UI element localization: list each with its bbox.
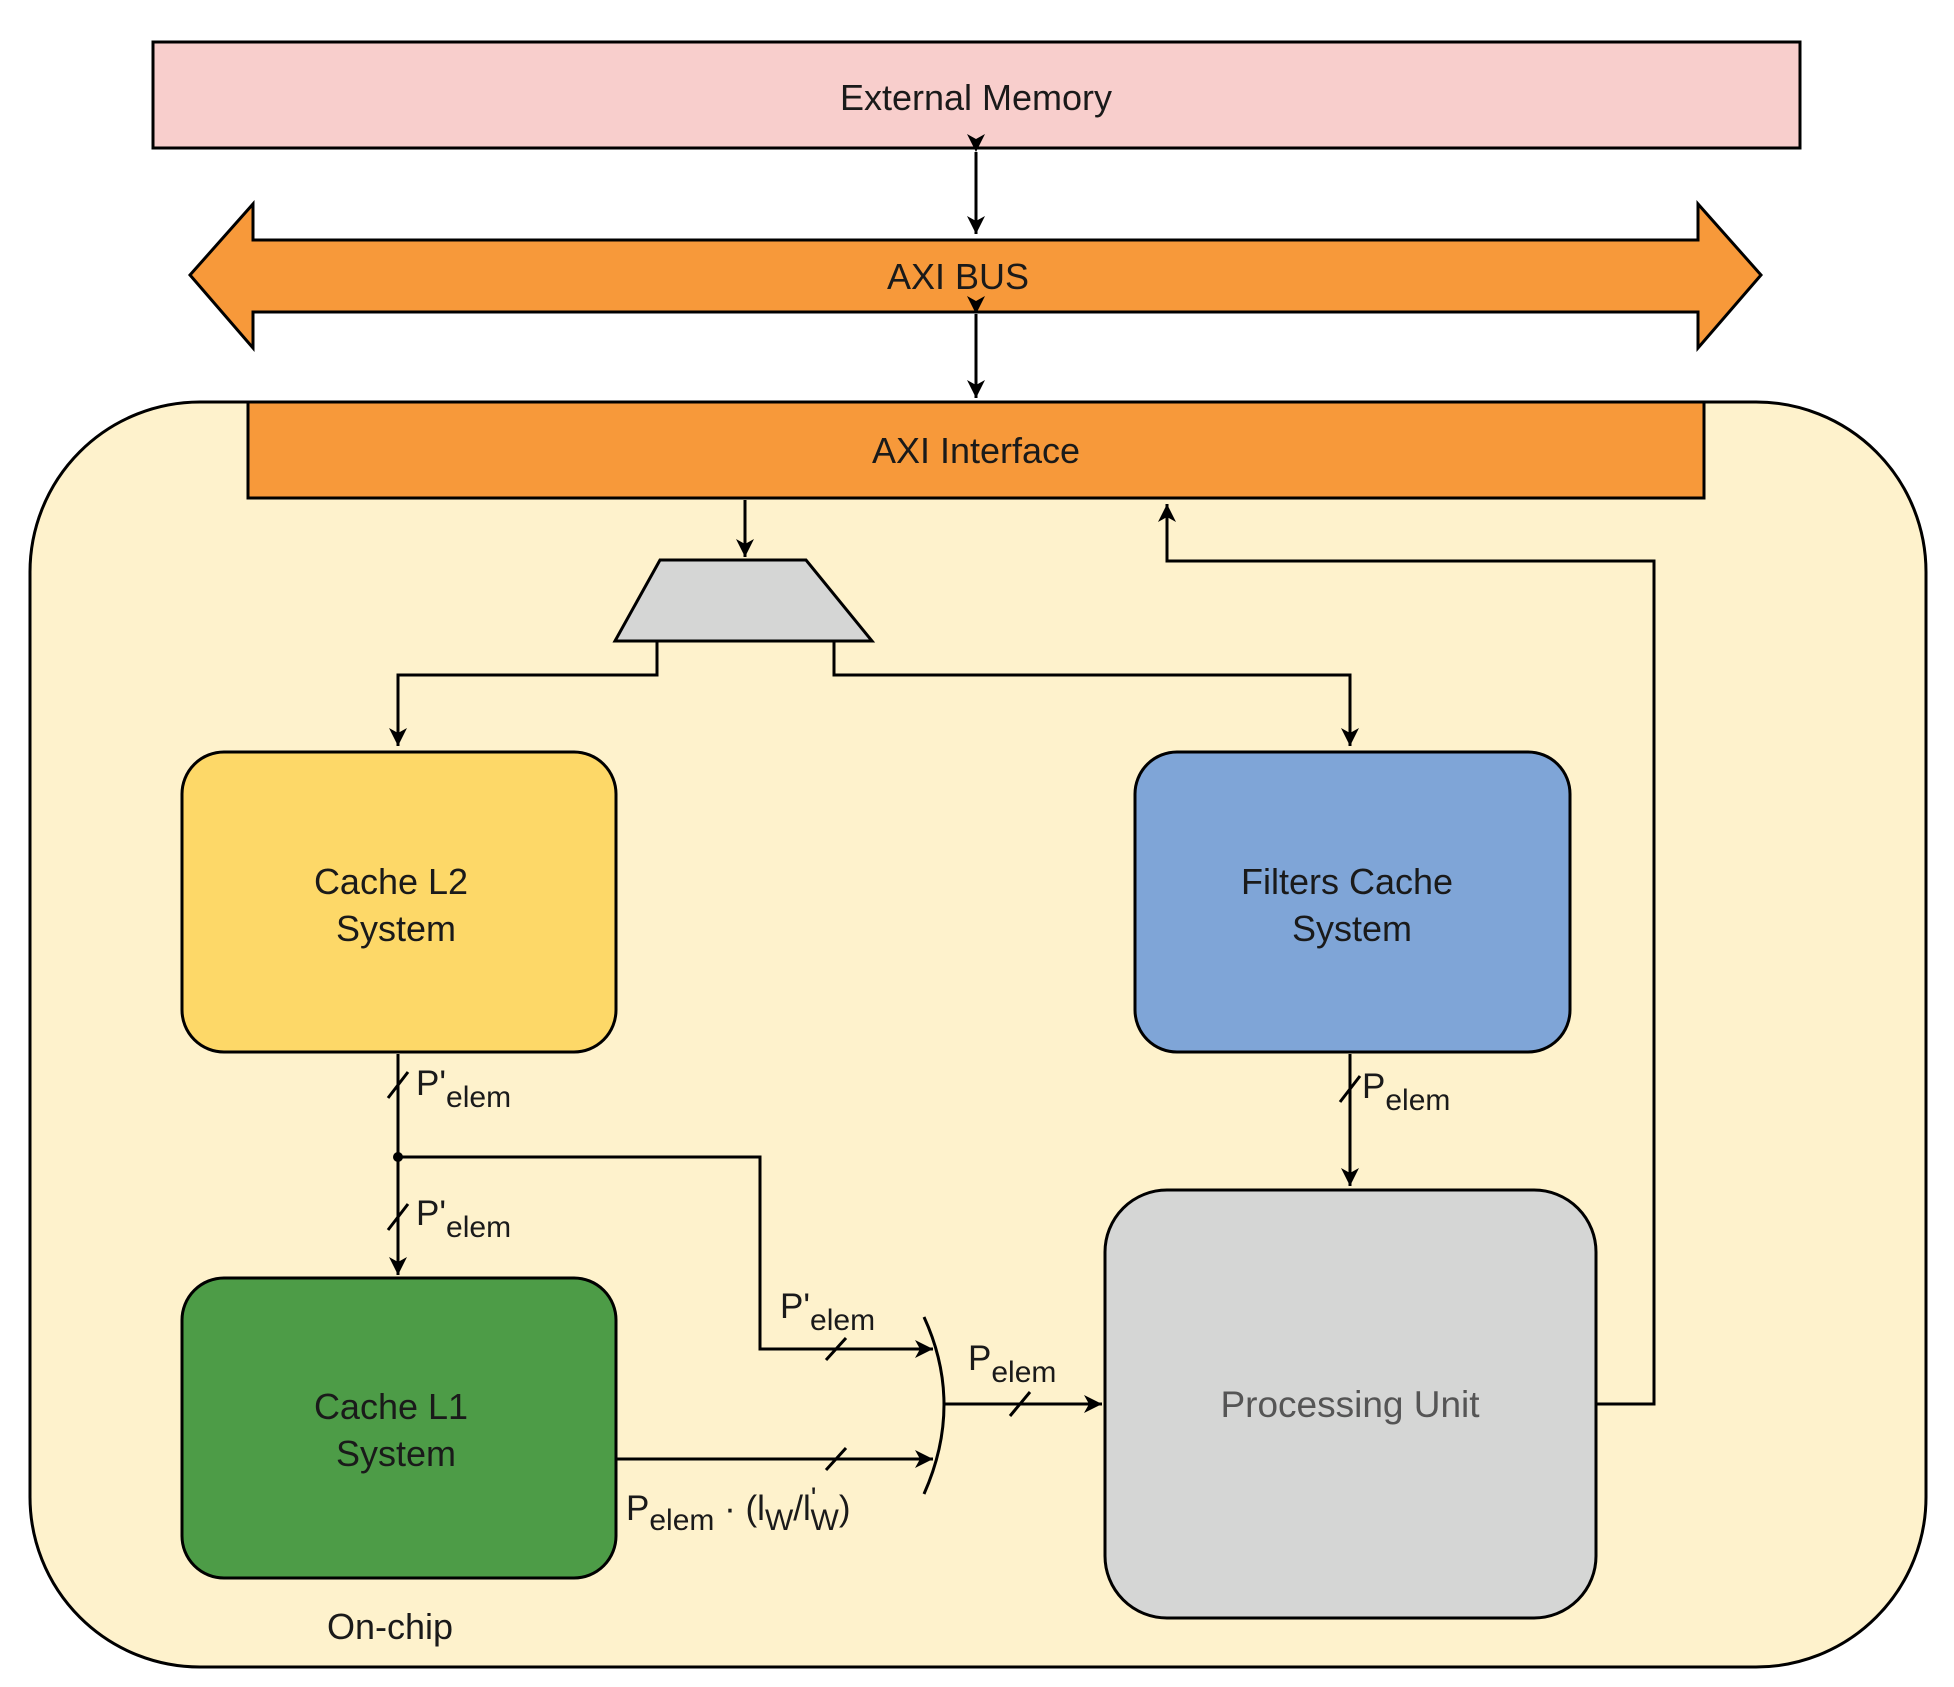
cache-l2-box bbox=[180, 750, 618, 1054]
cache-l1-label-line2: System bbox=[336, 1433, 456, 1474]
bus-tick-filters-out bbox=[1338, 1075, 1362, 1103]
signal-l1-in-sub: elem bbox=[446, 1211, 511, 1244]
axi-interface-box bbox=[246, 400, 1706, 500]
signal-mux-out: Pelem bbox=[968, 1339, 1056, 1389]
signal-l1-out-close: ) bbox=[839, 1489, 851, 1528]
cache-l2-label-line2: System bbox=[336, 908, 456, 949]
axi-bus-arrow bbox=[188, 200, 1763, 353]
cache-l2-label-line1: Cache L2 bbox=[314, 861, 468, 902]
signal-filters-out-main: P bbox=[1362, 1067, 1385, 1106]
signal-l1-out-prime: ' bbox=[811, 1482, 817, 1515]
cache-l1-label-line1: Cache L1 bbox=[314, 1386, 468, 1427]
bypass-to-mux bbox=[398, 1155, 933, 1358]
external-memory-box bbox=[151, 40, 1802, 150]
bus-tick-l1-in bbox=[386, 1203, 410, 1231]
signal-filters-out-sub: elem bbox=[1385, 1084, 1450, 1117]
demux-to-cache-l2 bbox=[389, 641, 659, 746]
signal-l2-out-sub: elem bbox=[446, 1081, 511, 1114]
filters-cache-label: Filters Cache System bbox=[1241, 861, 1463, 949]
signal-l2-out: P'elem bbox=[416, 1064, 511, 1114]
signal-bypass: P'elem bbox=[780, 1287, 875, 1337]
processing-unit-box bbox=[1103, 1188, 1598, 1620]
filters-cache-box bbox=[1133, 750, 1572, 1054]
cache-l2-label: Cache L2 System bbox=[314, 861, 478, 949]
axi-bus-label: AXI BUS bbox=[887, 256, 1029, 297]
signal-mux-out-sub: elem bbox=[991, 1356, 1056, 1389]
signal-bypass-main: P' bbox=[780, 1287, 810, 1326]
external-memory-label: External Memory bbox=[840, 77, 1112, 118]
signal-l1-in-main: P' bbox=[416, 1194, 446, 1233]
signal-l1-out: Pelem · (lW/l'W) bbox=[626, 1482, 850, 1537]
signal-l1-out-w1: W bbox=[765, 1504, 794, 1537]
signal-bypass-sub: elem bbox=[810, 1304, 875, 1337]
filters-cache-label-line1: Filters Cache bbox=[1241, 861, 1453, 902]
signal-l1-out-p: P bbox=[626, 1489, 649, 1528]
signal-l1-out-dot: · bbox=[714, 1489, 745, 1528]
processing-unit-to-axi-interface bbox=[1158, 504, 1656, 1406]
bus-tick-l2-out bbox=[386, 1071, 410, 1099]
signal-l1-out-open: (l bbox=[746, 1489, 765, 1528]
signal-filters-out: Pelem bbox=[1362, 1067, 1450, 1117]
bus-tick-bypass bbox=[824, 1336, 848, 1362]
signal-l1-out-w2: W bbox=[811, 1504, 840, 1537]
bus-tick-l1-out bbox=[824, 1446, 848, 1472]
signal-l1-out-p-sub: elem bbox=[649, 1504, 714, 1537]
bus-tick-mux-out bbox=[1008, 1391, 1032, 1417]
demux-to-filters-cache bbox=[832, 641, 1359, 746]
processing-unit-label: Processing Unit bbox=[1220, 1384, 1480, 1425]
onchip-label: On-chip bbox=[327, 1606, 453, 1647]
signal-l1-out-slash: /l bbox=[793, 1489, 811, 1528]
cache-l1-box bbox=[180, 1276, 618, 1580]
demux bbox=[612, 558, 876, 643]
signal-l2-out-main: P' bbox=[416, 1064, 446, 1103]
axi-interface-label: AXI Interface bbox=[872, 430, 1080, 471]
cache-l1-label: Cache L1 System bbox=[314, 1386, 478, 1474]
signal-l1-in: P'elem bbox=[416, 1194, 511, 1244]
signal-mux-out-main: P bbox=[968, 1339, 991, 1378]
filters-cache-label-line2: System bbox=[1292, 908, 1412, 949]
